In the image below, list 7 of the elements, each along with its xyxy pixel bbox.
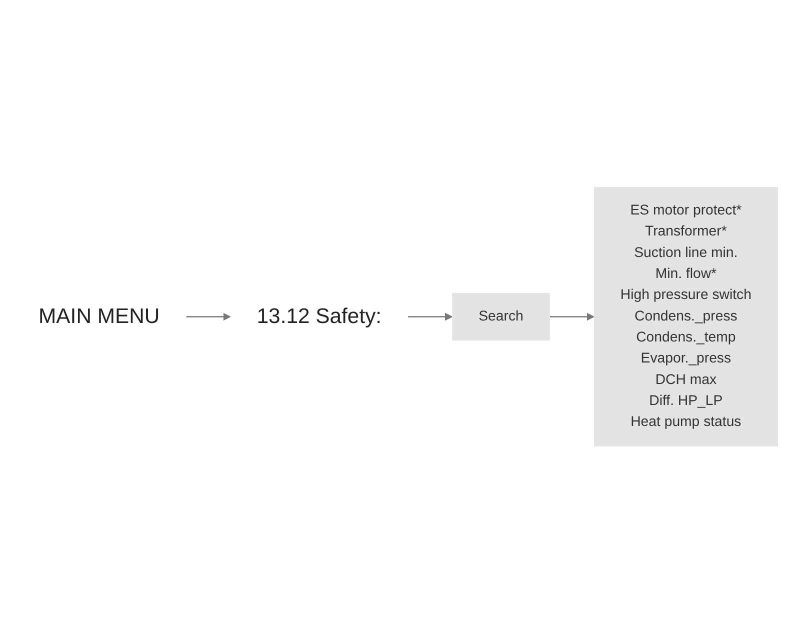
node-text: MAIN MENU bbox=[38, 304, 160, 328]
arrow bbox=[186, 313, 231, 321]
node-box bbox=[452, 293, 550, 341]
node-box bbox=[594, 187, 778, 447]
node-text: 13.12 Safety: bbox=[256, 304, 382, 328]
arrow bbox=[550, 313, 594, 321]
arrow bbox=[408, 313, 452, 321]
